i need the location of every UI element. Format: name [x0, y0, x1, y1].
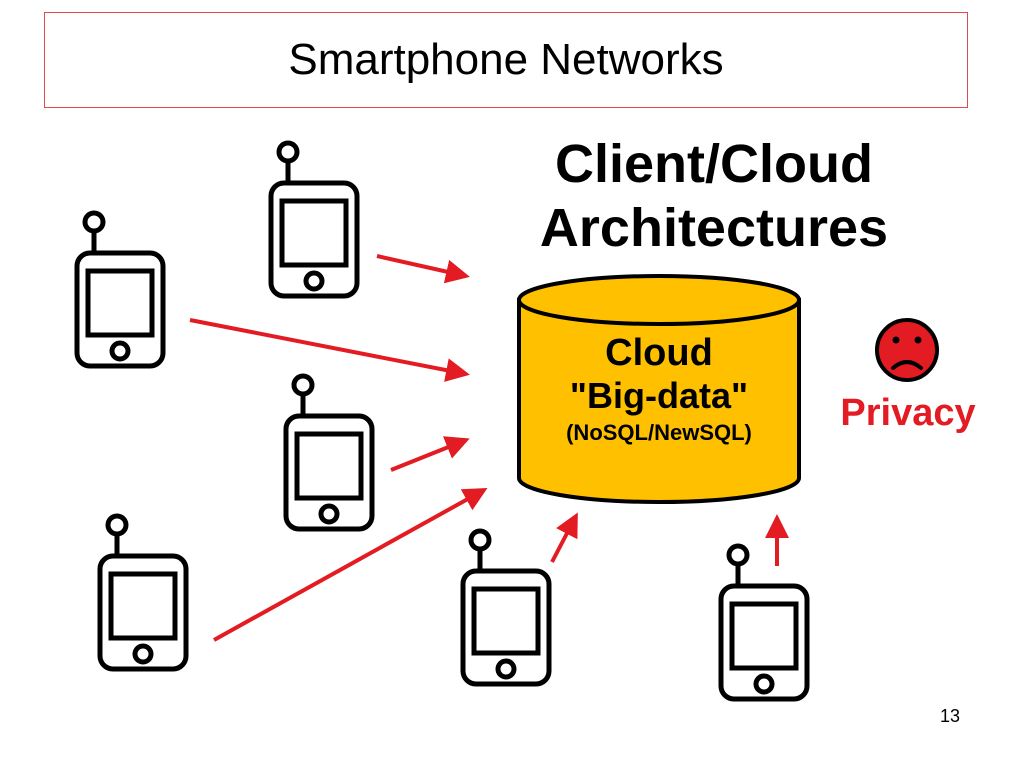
heading-line-2: Architectures — [539, 198, 889, 258]
sad-face-icon — [875, 318, 939, 382]
smartphone-icon — [77, 213, 163, 366]
title-box: Smartphone Networks — [44, 12, 968, 108]
database-label-line-2: "Big-data" — [569, 375, 749, 416]
smartphone-icon — [721, 546, 807, 699]
database-label-line-1: Cloud — [605, 332, 713, 374]
arrow-phone-1 — [189, 318, 470, 382]
arrow-phone-2 — [376, 254, 470, 284]
slide-heading: Client/Cloud Architectures — [494, 132, 934, 260]
page-number: 13 — [939, 706, 961, 726]
smartphone-icon — [463, 531, 549, 684]
privacy-label: Privacy — [840, 392, 976, 434]
database-label: Cloud "Big-data" (NoSQL/NewSQL) — [520, 332, 798, 448]
slide-title: Smartphone Networks — [288, 35, 724, 84]
smartphone-icon — [271, 143, 357, 296]
database-icon — [517, 274, 801, 504]
smartphone-icon — [100, 516, 186, 669]
arrow-phone-3 — [390, 436, 470, 472]
heading-line-1: Client/Cloud — [555, 134, 873, 194]
smartphone-icon — [286, 376, 372, 529]
database-label-line-3: (NoSQL/NewSQL) — [566, 420, 752, 445]
arrow-phone-4 — [213, 488, 488, 642]
arrow-phone-5 — [550, 512, 578, 563]
